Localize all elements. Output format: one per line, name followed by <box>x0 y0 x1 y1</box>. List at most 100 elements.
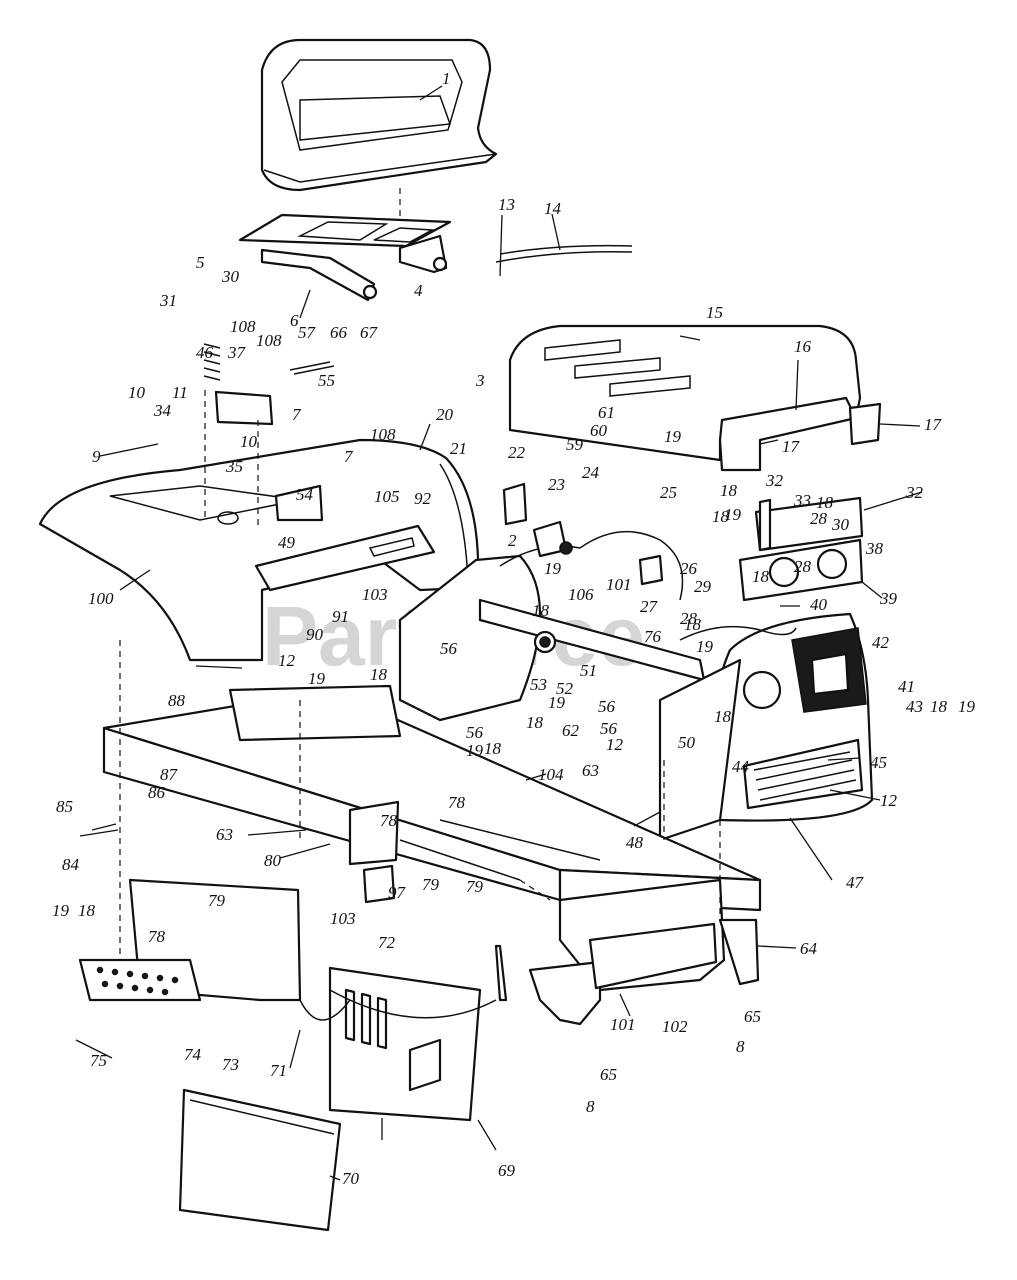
footrest-right <box>328 966 482 1122</box>
callout-10b: 10 <box>240 432 258 451</box>
callout-92: 92 <box>414 489 432 508</box>
callout-38: 38 <box>865 539 884 558</box>
callout-40: 40 <box>810 595 828 614</box>
callout-39: 39 <box>879 589 898 608</box>
callout-18a: 18 <box>720 481 738 500</box>
callout-11: 11 <box>172 383 188 402</box>
callout-17b: 17 <box>782 437 801 456</box>
callout-19b: 19 <box>724 505 742 524</box>
callout-65a: 65 <box>744 1007 761 1026</box>
callout-8a: 8 <box>736 1037 745 1056</box>
callout-69: 69 <box>498 1161 516 1180</box>
callout-72: 72 <box>378 933 396 952</box>
callout-26: 26 <box>680 559 698 578</box>
callout-20: 20 <box>436 405 454 424</box>
callout-12b: 12 <box>606 735 624 754</box>
callout-63a: 63 <box>216 825 233 844</box>
callout-80: 80 <box>264 851 282 870</box>
callout-32a: 32 <box>765 471 784 490</box>
callout-12c: 12 <box>880 791 898 810</box>
callout-103b: 103 <box>330 909 356 928</box>
callout-87: 87 <box>160 765 179 784</box>
callout-18h: 18 <box>930 697 948 716</box>
dash-bracket <box>398 554 706 722</box>
fender-panel <box>38 438 480 662</box>
callout-78a: 78 <box>448 793 466 812</box>
seat-pan <box>238 213 452 302</box>
footrest-left <box>78 878 302 1002</box>
callout-3: 3 <box>475 371 485 390</box>
callout-labels: 1 2 3 4 5 6 7 7 8 8 9 10 10 11 12 12 12 … <box>52 69 976 1188</box>
callout-59: 59 <box>566 435 584 454</box>
callout-18k: 18 <box>526 713 544 732</box>
callout-44: 44 <box>732 757 750 776</box>
callout-78b: 78 <box>380 811 398 830</box>
callout-78c: 78 <box>148 927 166 946</box>
callout-18c: 18 <box>816 493 834 512</box>
callout-56a: 56 <box>440 639 458 658</box>
callout-97: 97 <box>388 883 407 902</box>
assembly-leaders <box>119 390 721 960</box>
callout-30a: 30 <box>221 267 240 286</box>
callout-73: 73 <box>222 1055 239 1074</box>
hood <box>508 324 882 472</box>
callout-13: 13 <box>498 195 515 214</box>
callout-61: 61 <box>598 403 615 422</box>
callout-29: 29 <box>694 577 712 596</box>
grille <box>658 612 874 842</box>
callout-leaders <box>75 85 923 1181</box>
callout-51: 51 <box>580 661 597 680</box>
callout-27: 27 <box>640 597 659 616</box>
callout-18f: 18 <box>684 615 702 634</box>
callout-54: 54 <box>296 485 314 504</box>
callout-56d: 56 <box>466 723 484 742</box>
callout-32b: 32 <box>905 483 924 502</box>
frame <box>102 684 762 1026</box>
callout-56b: 56 <box>598 697 616 716</box>
callout-22: 22 <box>508 443 526 462</box>
callout-25: 25 <box>660 483 677 502</box>
callout-18e: 18 <box>532 601 550 620</box>
callout-12a: 12 <box>278 651 296 670</box>
callout-86: 86 <box>148 783 166 802</box>
callout-108c: 108 <box>370 425 396 444</box>
callout-53: 53 <box>530 675 547 694</box>
callout-50: 50 <box>678 733 696 752</box>
callout-106: 106 <box>568 585 594 604</box>
callout-41: 41 <box>898 677 915 696</box>
hardware <box>203 244 797 1021</box>
callout-7b: 7 <box>344 447 354 466</box>
callout-18g: 18 <box>714 707 732 726</box>
callout-84: 84 <box>62 855 80 874</box>
callout-75: 75 <box>90 1051 107 1070</box>
callout-47: 47 <box>846 873 865 892</box>
callout-1: 1 <box>442 69 451 88</box>
callout-33: 33 <box>793 491 811 510</box>
callout-18l: 18 <box>78 901 96 920</box>
callout-19h: 19 <box>466 741 484 760</box>
callout-90: 90 <box>306 625 324 644</box>
callout-52: 52 <box>556 679 574 698</box>
callout-74: 74 <box>184 1045 202 1064</box>
callout-63b: 63 <box>582 761 599 780</box>
callout-34: 34 <box>153 401 172 420</box>
callout-76: 76 <box>644 627 662 646</box>
callout-19c: 19 <box>544 559 562 578</box>
callout-102: 102 <box>662 1017 688 1036</box>
callout-57: 57 <box>298 323 317 342</box>
callout-19f: 19 <box>308 669 326 688</box>
callout-108b: 108 <box>256 331 282 350</box>
callout-48: 48 <box>626 833 644 852</box>
callout-15: 15 <box>706 303 723 322</box>
callout-16: 16 <box>794 337 812 356</box>
callout-55: 55 <box>318 371 335 390</box>
callout-108a: 108 <box>230 317 256 336</box>
callout-7a: 7 <box>292 405 302 424</box>
seat <box>260 38 498 192</box>
callout-23: 23 <box>548 475 565 494</box>
callout-43: 43 <box>906 697 923 716</box>
callout-18j: 18 <box>484 739 502 758</box>
callout-18i: 18 <box>370 665 388 684</box>
callout-28b: 28 <box>794 557 812 576</box>
